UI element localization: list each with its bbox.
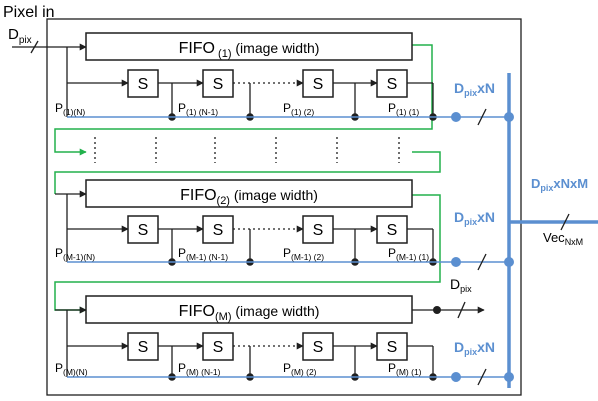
line-buffer-row-1: FIFO (1) (image width) S S S S P(1)(N) P(1) (N… xyxy=(55,32,514,126)
row-bus-label: DpixxN xyxy=(454,209,495,227)
tap-label: P(1) (2) xyxy=(283,101,314,117)
shift-register xyxy=(376,215,408,244)
output-vec-label: VecNxM xyxy=(543,230,583,247)
fifo-box xyxy=(85,32,413,61)
fifo-label: FIFO (1) (image width) xyxy=(179,40,320,60)
output-bus-slash xyxy=(560,213,570,231)
shift-register-label: S xyxy=(138,76,149,93)
shift-register-label: S xyxy=(138,222,149,239)
row-bus-label: DpixxN xyxy=(454,80,495,98)
fifo-box xyxy=(85,295,413,324)
shift-register-label: S xyxy=(313,76,324,93)
output-bus-label: DpixxNxM xyxy=(531,176,588,193)
pixel-in-label: Pixel in xyxy=(3,4,55,21)
shift-register-label: S xyxy=(387,76,398,93)
tap-label: P(M)(N) xyxy=(55,361,88,377)
shift-register-label: S xyxy=(213,222,224,239)
tap-label: P(M) (N-1) xyxy=(178,361,221,377)
tap-label: P(1) (N-1) xyxy=(178,101,218,117)
tap-label: P(M-1) (N-1) xyxy=(178,246,228,262)
input-bus-slash xyxy=(30,40,39,54)
tap-label: P(1)(N) xyxy=(55,101,85,117)
shift-register-label: S xyxy=(313,339,324,356)
fifo-m-output-slash xyxy=(457,301,466,319)
fifo-label: FIFO(M) (image width) xyxy=(179,303,320,323)
line-buffer-row-3: FIFO(M) (image width) S S S S P(M)(N) P(M) (N-… xyxy=(55,295,514,386)
green-link-1-to-middle xyxy=(54,44,433,156)
shift-register xyxy=(202,215,234,244)
fifo-m-output-label: Dpix xyxy=(450,276,472,294)
fifo-m-output-dot xyxy=(433,306,441,314)
tap-label: P(M-1)(N) xyxy=(55,246,95,262)
shift-register-label: S xyxy=(313,222,324,239)
input-width-label: Dpix xyxy=(8,26,32,46)
tap-label: P(M) (2) xyxy=(283,361,317,377)
shift-register-label: S xyxy=(138,339,149,356)
tap-label: P(M-1) (1) xyxy=(388,246,429,262)
module-frame xyxy=(46,18,522,396)
omitted-rows xyxy=(94,137,400,163)
shift-register xyxy=(202,69,234,98)
shift-register-label: S xyxy=(213,76,224,93)
tap-label: P(1) (1) xyxy=(388,101,419,117)
shift-register-label: S xyxy=(387,339,398,356)
tap-label: P(M-1) (2) xyxy=(283,246,324,262)
shift-register-label: S xyxy=(213,339,224,356)
green-link-middle-to-2 xyxy=(54,151,441,194)
tap-label: P(M) (1) xyxy=(388,361,422,377)
shift-register-label: S xyxy=(387,222,398,239)
shift-register xyxy=(302,215,334,244)
fifo-box xyxy=(85,179,413,208)
green-link-2-to-m xyxy=(54,194,441,314)
row-bus-label: DpixxN xyxy=(454,339,495,357)
fifo-label: FIFO(2) (image width) xyxy=(180,187,318,207)
line-buffer-row-2: FIFO(2) (image width) S S S S P(M-1)(N) P(M-1)… xyxy=(55,179,514,271)
